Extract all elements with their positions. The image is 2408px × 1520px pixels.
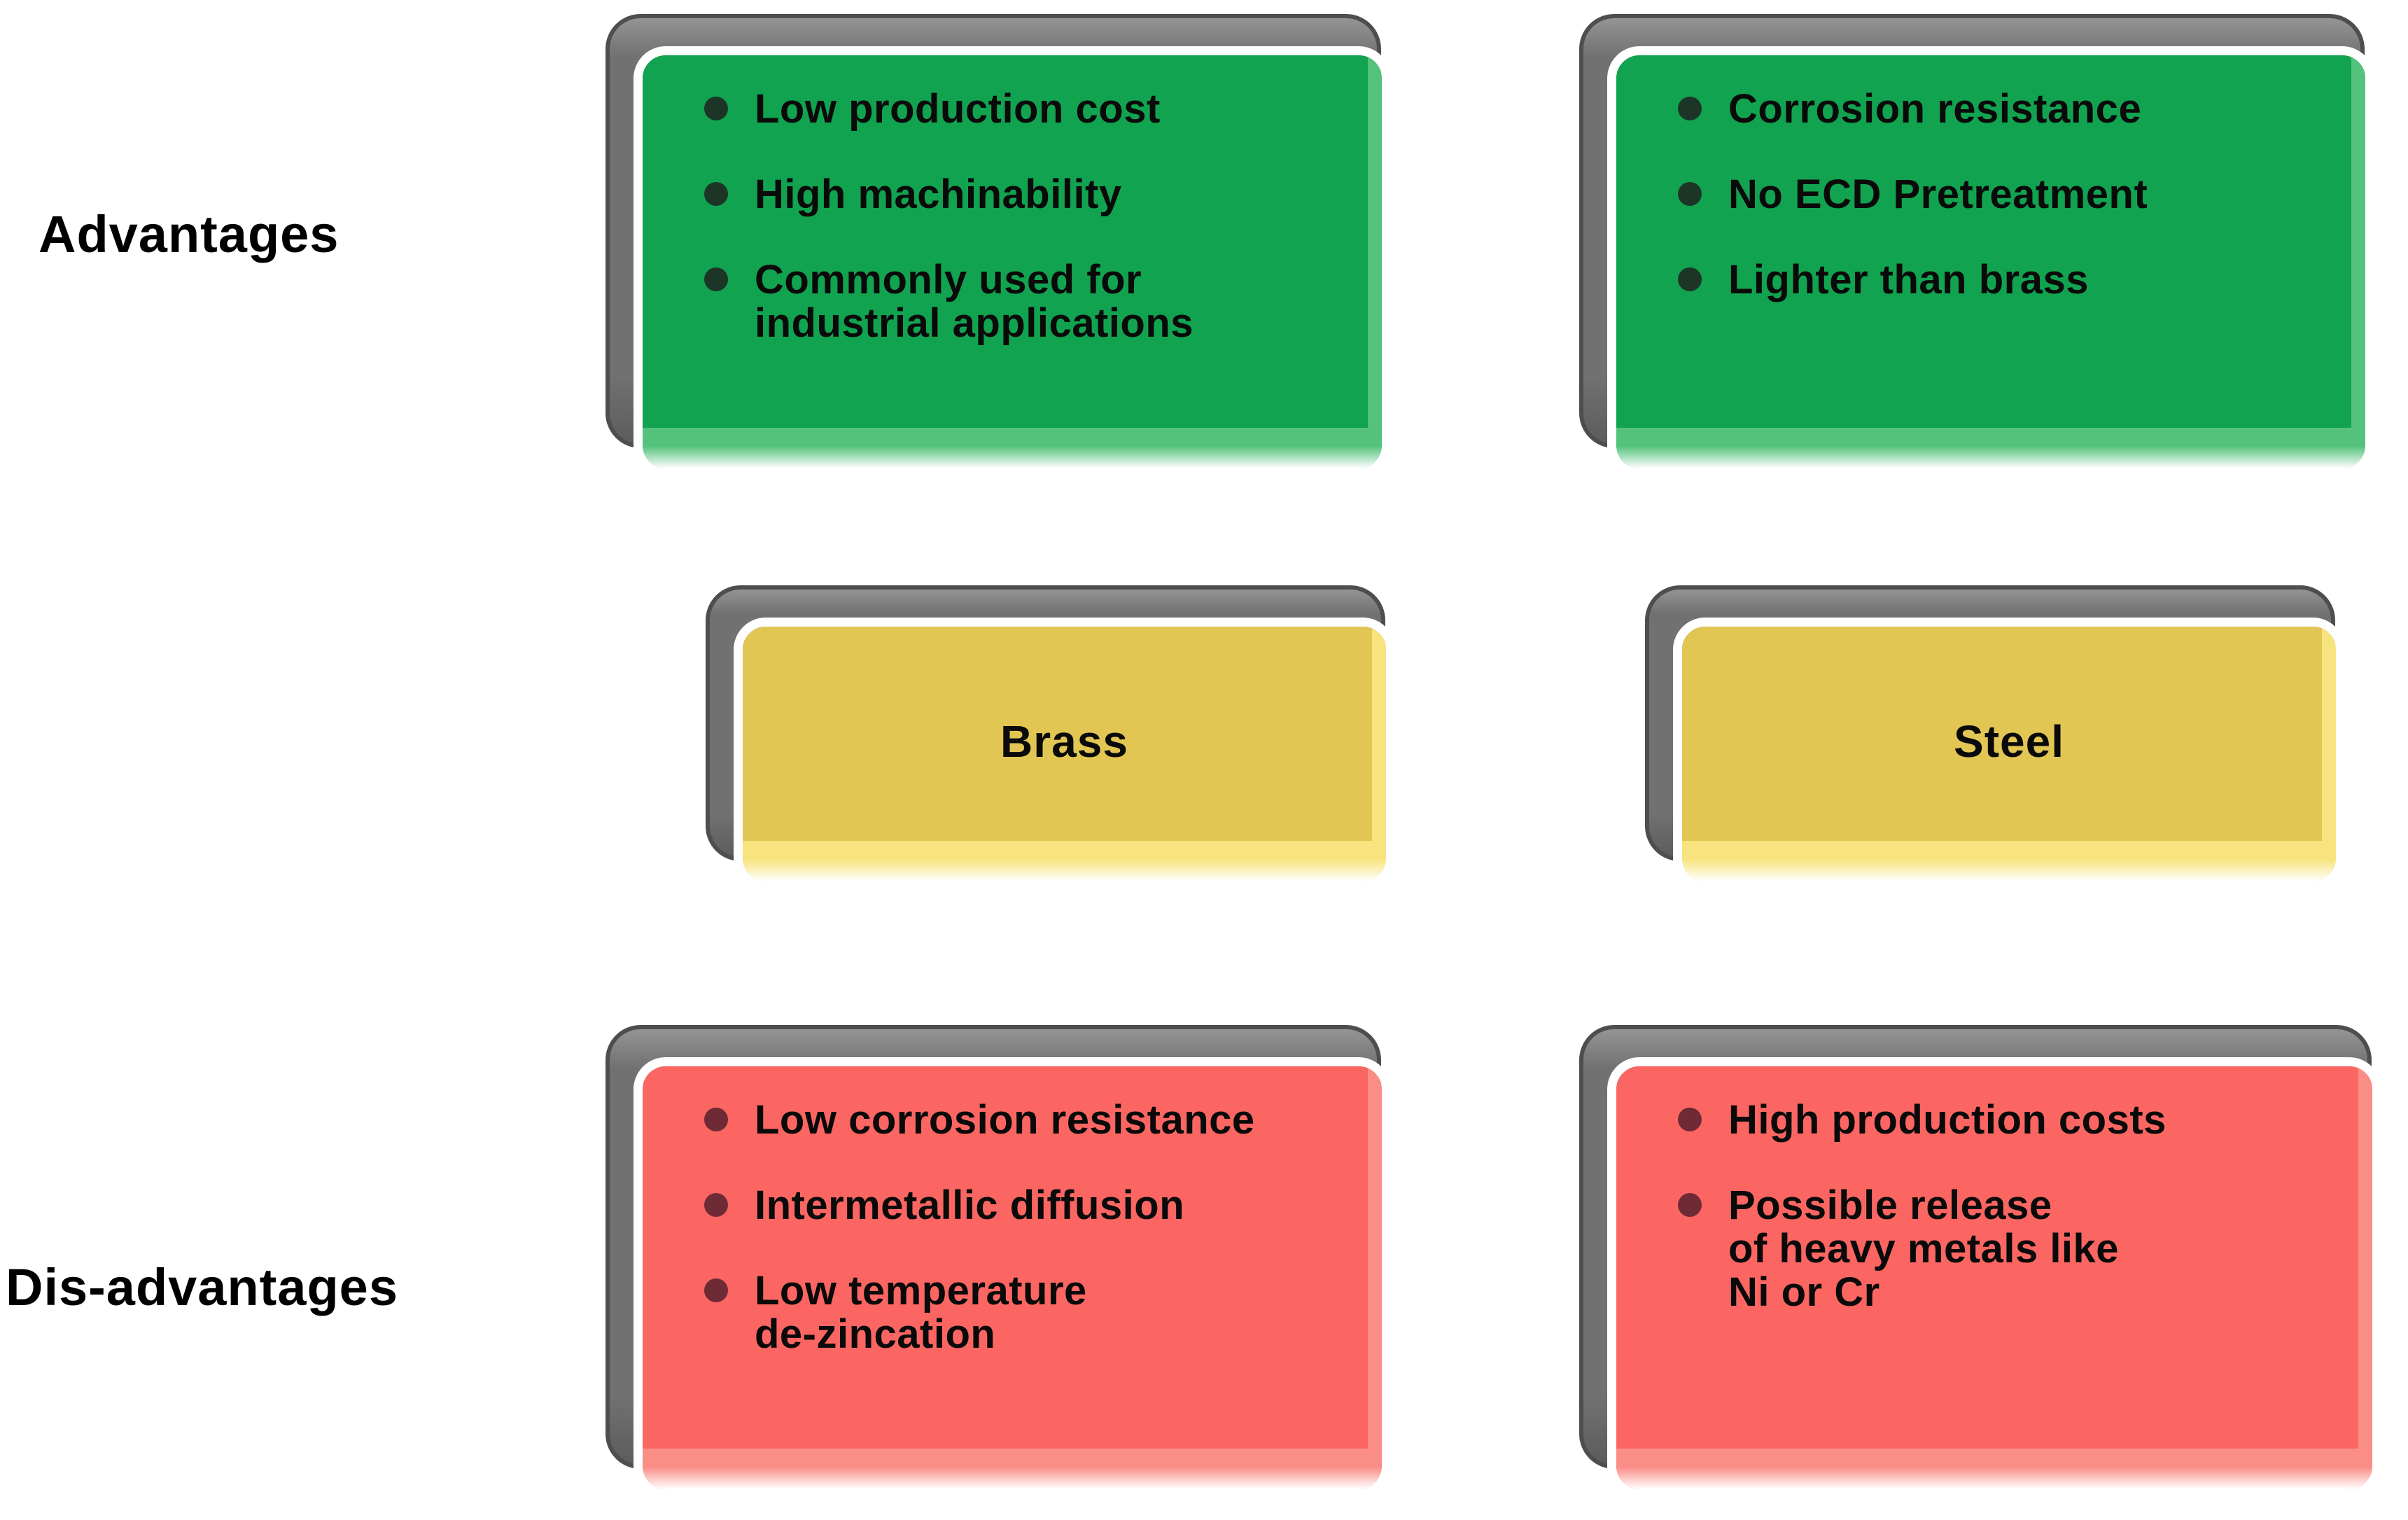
bullet-item: No ECD Pretreatment xyxy=(1661,173,2340,216)
card-bevel-bottom xyxy=(743,841,1386,881)
card-bevel-right xyxy=(2358,1066,2372,1489)
brass-label: Brass xyxy=(1000,716,1128,767)
card-face: Brass xyxy=(734,618,1395,891)
card-bevel-bottom xyxy=(1616,428,2365,468)
card-face-fill: Steel xyxy=(1682,627,2336,881)
card-bevel-right xyxy=(1372,627,1386,881)
bullet-item: Intermetallic diffusion xyxy=(687,1184,1357,1227)
bullet-item: Lighter than brass xyxy=(1661,258,2340,302)
steel-card: Steel xyxy=(1645,585,2345,891)
card-bevel-right xyxy=(2351,55,2365,468)
bullet-item: Corrosion resistance xyxy=(1661,88,2340,131)
steel-label: Steel xyxy=(1954,716,2064,767)
disadvantages-heading: Dis-advantages xyxy=(6,1258,398,1316)
bullet-item: High production costs xyxy=(1661,1099,2347,1142)
card-bevel-bottom xyxy=(643,1449,1382,1489)
bullet-item: Low corrosion resistance xyxy=(687,1099,1357,1142)
card-face: Steel xyxy=(1673,618,2345,891)
card-bevel-right xyxy=(1368,1066,1382,1489)
card-bevel-right xyxy=(2322,627,2336,881)
card-bevel-bottom xyxy=(1616,1449,2372,1489)
card-bevel-right xyxy=(1368,55,1382,468)
brass-card: Brass xyxy=(706,585,1395,891)
bullet-item: Possible release of heavy metals like Ni… xyxy=(1661,1184,2347,1314)
card-bevel-bottom xyxy=(643,428,1382,468)
bullet-item: Low temperature de-zincation xyxy=(687,1269,1357,1356)
bullet-item: Commonly used for industrial application… xyxy=(687,258,1357,345)
bullet-item: High machinability xyxy=(687,173,1357,216)
advantages-heading: Advantages xyxy=(38,205,340,263)
card-face-fill: Brass xyxy=(743,627,1386,881)
card-bevel-bottom xyxy=(1682,841,2336,881)
bullet-item: Low production cost xyxy=(687,88,1357,131)
